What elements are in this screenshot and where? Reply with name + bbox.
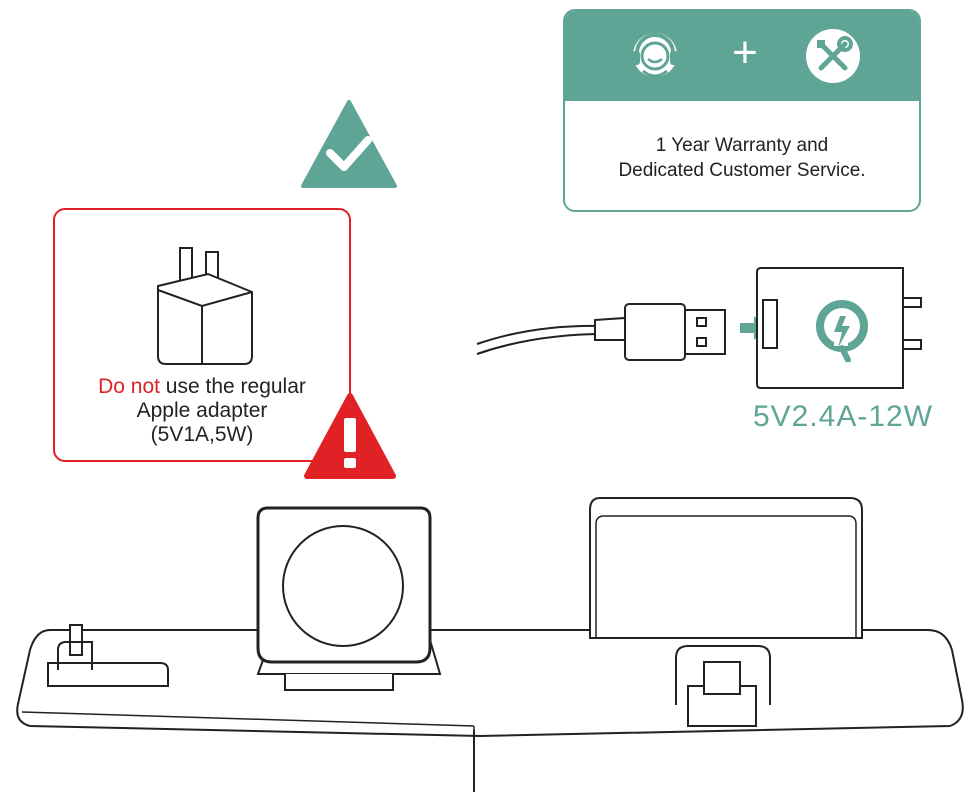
warranty-line-2: Dedicated Customer Service. — [618, 160, 866, 181]
warranty-header: + — [565, 11, 919, 101]
warning-line-3: (5V1A,5W) — [150, 423, 254, 446]
quick-charge-icon — [816, 300, 868, 362]
check-triangle-icon — [301, 100, 397, 188]
do-not-label: Do not — [98, 375, 160, 398]
warning-line-1: Do not use the regular — [55, 375, 349, 399]
headset-support-icon — [632, 33, 678, 78]
adapter-spec-label: 5V2.4A-12W — [752, 400, 934, 433]
warranty-line-1: 1 Year Warranty and — [655, 135, 829, 156]
wall-adapter-illustration — [756, 267, 922, 389]
warranty-text: 1 Year Warranty and Dedicated Customer S… — [565, 133, 919, 183]
apple-adapter-illustration — [157, 247, 253, 365]
warning-line-1-rest: use the regular — [159, 375, 306, 398]
warranty-card: + 1 Year Warranty and Dedicated Customer… — [563, 9, 921, 212]
plus-sign: + — [732, 28, 758, 77]
warning-card: Do not use the regular Apple adapter (5V… — [53, 208, 351, 462]
warning-line-2: Apple adapter — [136, 399, 268, 422]
tools-icon — [806, 29, 860, 83]
alert-triangle-icon — [304, 393, 396, 479]
charging-dock-illustration — [16, 497, 964, 792]
warning-text: Do not use the regular Apple adapter (5V… — [55, 375, 349, 447]
usb-cable-illustration — [476, 303, 726, 361]
